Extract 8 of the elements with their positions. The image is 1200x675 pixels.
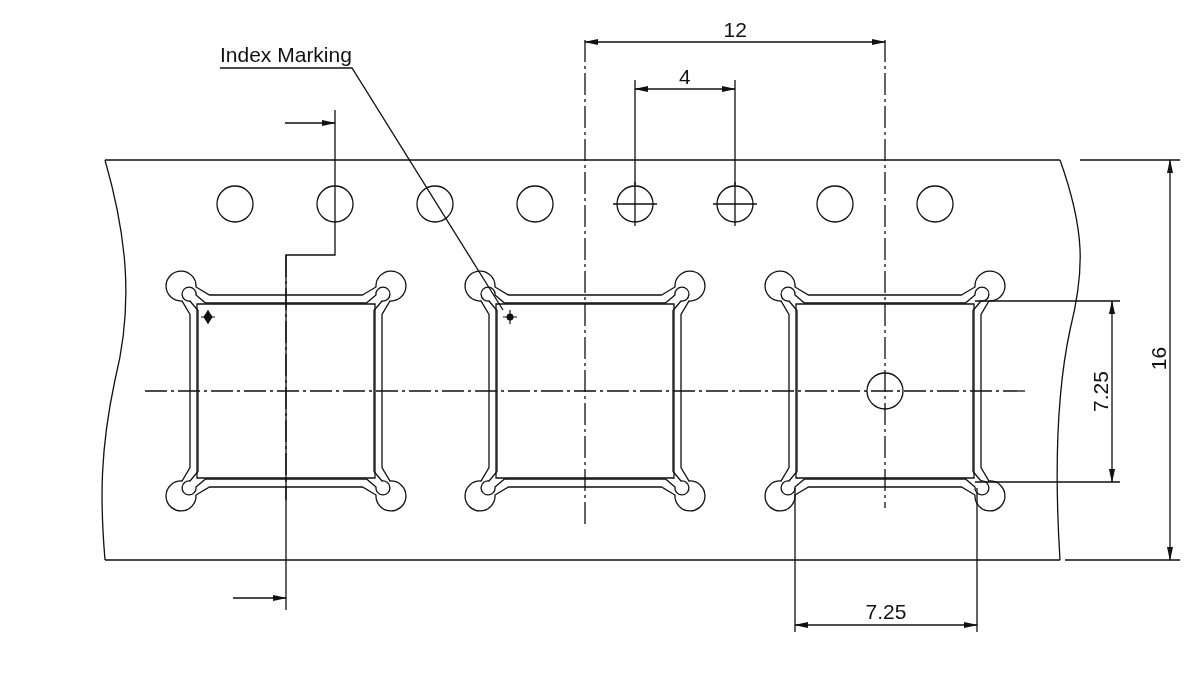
dimension-label: 7.25 xyxy=(865,600,907,622)
dimension-label: 16 xyxy=(1147,346,1169,370)
callout-label: Index Marking xyxy=(220,44,352,65)
dimension-label: 7.25 xyxy=(1089,370,1111,412)
leader-line xyxy=(219,67,504,311)
index-mark-icon xyxy=(502,309,518,325)
dimension-label: 12 xyxy=(723,18,747,40)
dimension-label: 4 xyxy=(679,65,691,87)
